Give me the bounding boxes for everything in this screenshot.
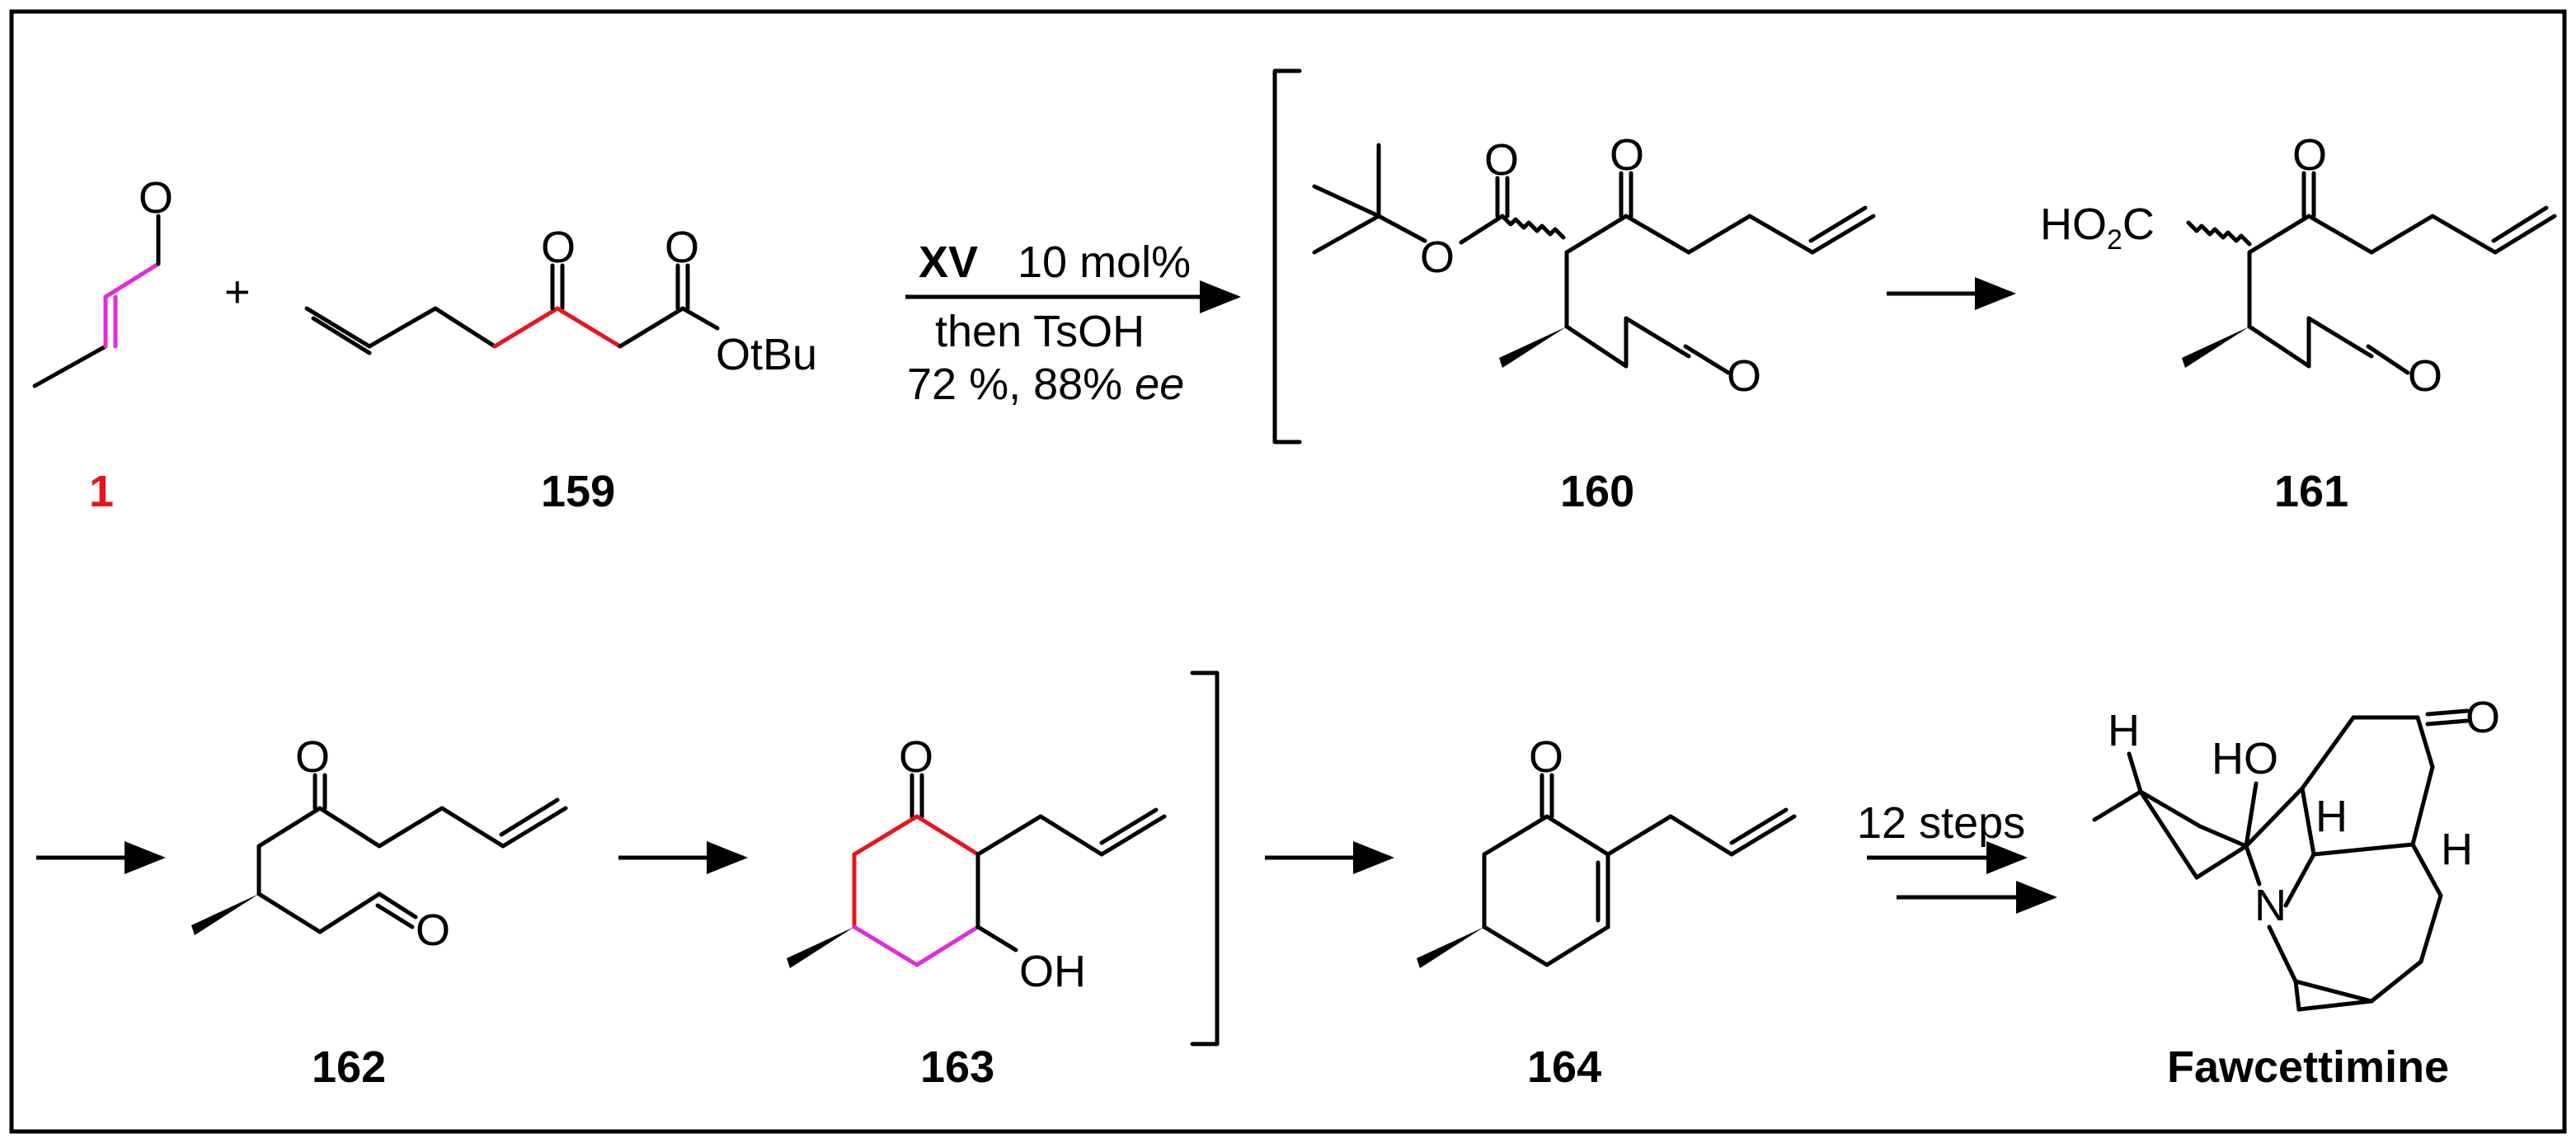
aldehyde-oxygen-label-161: O <box>2408 351 2442 401</box>
ketone-oxygen-label-163: O <box>899 732 933 782</box>
compound-label-164: 164 <box>1527 1042 1601 1092</box>
scheme-frame <box>9 9 2567 1134</box>
otbu-label: OtBu <box>716 330 817 379</box>
compound-label-1: 1 <box>89 467 114 516</box>
ester-oxygen-label: O <box>1420 233 1455 282</box>
then-tsoh-label: then TsOH <box>935 307 1145 356</box>
wedge-bond-163 <box>787 927 854 968</box>
ester-carbonyl-oxygen-label: O <box>665 223 699 272</box>
ketone-oxygen-label-fawcettimine: O <box>2466 693 2500 742</box>
plus-sign: + <box>224 267 251 317</box>
compound-164-structure: O <box>1417 732 1797 968</box>
wedge-bond-162 <box>191 894 259 935</box>
compound-163-structure: O OH <box>787 732 1167 996</box>
aldehyde-oxygen-label: O <box>139 173 173 223</box>
compound-162-structure: O O <box>191 732 568 955</box>
left-bracket <box>1272 68 1302 444</box>
aldehyde-oxygen-label-162: O <box>416 905 450 955</box>
right-bracket <box>1190 670 1220 1047</box>
yield-ee-label: 72 %, 88% ee <box>907 360 1184 409</box>
h-label-top-left: H <box>2108 706 2140 755</box>
nitrogen-label: N <box>2254 881 2287 930</box>
compound-label-fawcettimine: Fawcettimine <box>2167 1042 2449 1092</box>
hydroxyl-label-163: OH <box>1019 947 1086 996</box>
compound-label-159: 159 <box>541 467 615 516</box>
steps-label: 12 steps <box>1857 798 2025 848</box>
compound-label-160: 160 <box>1560 467 1634 516</box>
wedge-bond <box>1499 327 1567 368</box>
catalyst-label: XV <box>919 238 978 287</box>
ketone-oxygen-label-162: O <box>295 732 330 782</box>
fawcettimine-structure: H HO O H H N <box>2092 693 2500 1012</box>
aldehyde-oxygen-label-160: O <box>1727 351 1761 401</box>
ketone-oxygen-label: O <box>541 223 576 272</box>
compound-label-162: 162 <box>312 1042 386 1092</box>
hydroxyl-label-fawcettimine: HO <box>2212 734 2278 783</box>
compound-1-structure: O <box>32 173 173 388</box>
compound-161-structure: HO2C O O <box>2040 130 2557 401</box>
wedge-bond-164 <box>1417 927 1484 968</box>
wedge-bond-161 <box>2182 327 2249 368</box>
compound-label-163: 163 <box>920 1042 994 1092</box>
h-label-center: H <box>2315 792 2348 841</box>
h-label-right: H <box>2441 825 2473 874</box>
carboxylic-acid-label: HO2C <box>2040 200 2155 256</box>
ketone-oxygen-label-161: O <box>2292 130 2327 180</box>
compound-160-structure: O O O O <box>1312 130 1876 401</box>
ester-carbonyl-oxygen-label-160: O <box>1484 135 1519 185</box>
compound-159-structure: O O OtBu <box>304 223 817 379</box>
ketone-oxygen-label-164: O <box>1529 732 1563 782</box>
ketone-oxygen-label-160: O <box>1610 130 1644 180</box>
catalyst-loading-label: 10 mol% <box>1018 238 1191 287</box>
compound-label-161: 161 <box>2274 467 2348 516</box>
